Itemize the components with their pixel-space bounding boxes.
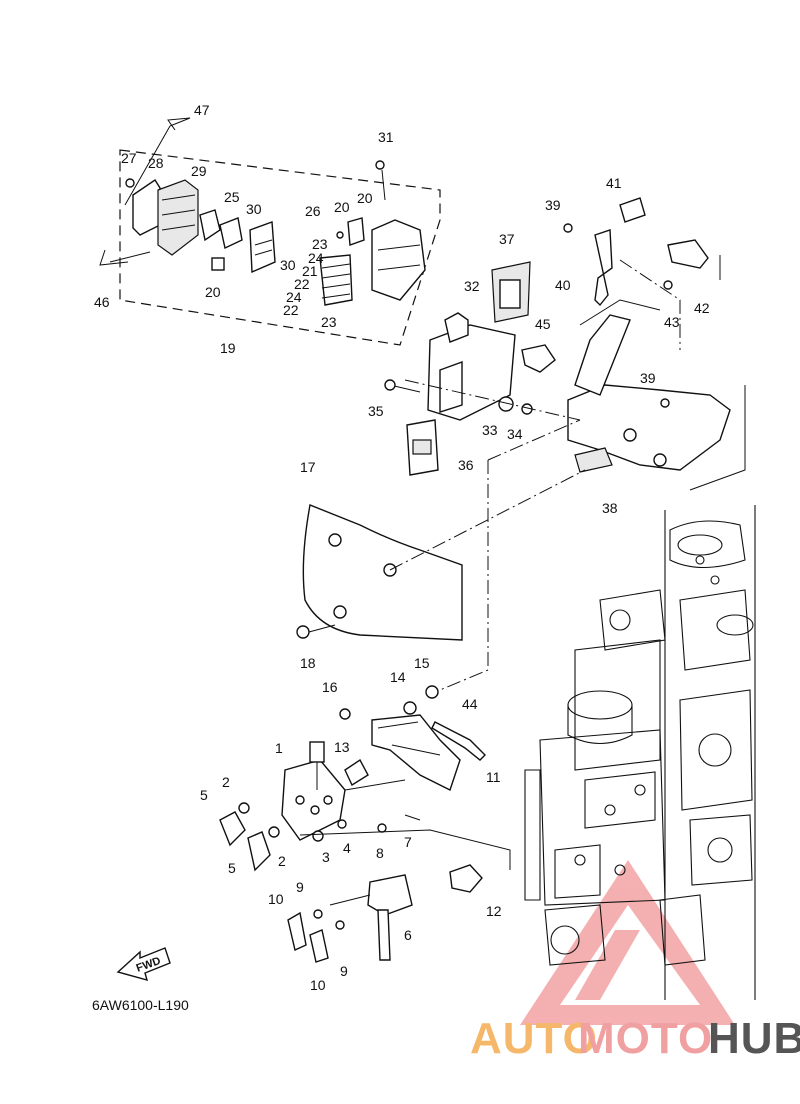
callout-15: 15 — [414, 655, 430, 671]
callout-26: 26 — [305, 203, 321, 219]
callout-33: 33 — [482, 422, 498, 438]
part-31-module — [371, 219, 426, 301]
callout-36: 36 — [458, 457, 474, 473]
callout-47: 47 — [194, 102, 210, 118]
callout-19: 19 — [220, 340, 236, 356]
group-19-outline — [119, 149, 441, 346]
engine-block-illustration — [524, 505, 756, 1000]
callout-9b: 9 — [340, 963, 348, 979]
callout-27: 27 — [121, 150, 137, 166]
callout-2b: 2 — [278, 853, 286, 869]
watermark-logo-icon — [520, 860, 735, 1025]
watermark-part3: HUB — [708, 1014, 800, 1063]
diagram-code: 6AW6100-L190 — [92, 997, 189, 1013]
part-6-coil — [367, 874, 413, 916]
part-28-relay — [132, 179, 161, 236]
callout-23b: 23 — [321, 314, 337, 330]
callout-24b: 24 — [286, 289, 302, 305]
callout-23a: 23 — [312, 236, 328, 252]
watermark-part2: MOTO — [578, 1014, 713, 1063]
callout-39a: 39 — [545, 197, 561, 213]
callout-35: 35 — [368, 403, 384, 419]
callout-29: 29 — [191, 163, 207, 179]
callout-12: 12 — [486, 903, 502, 919]
part-13-clip — [344, 758, 369, 787]
watermark-part1: AUTO — [470, 1014, 598, 1063]
callout-20b: 20 — [334, 199, 350, 215]
callout-38: 38 — [602, 500, 618, 516]
callout-11: 11 — [486, 769, 501, 785]
callout-labels: 1 2 2 3 4 5 5 6 7 8 9 9 10 10 11 12 13 1… — [94, 102, 710, 993]
callout-42: 42 — [694, 300, 710, 316]
callout-32: 32 — [464, 278, 480, 294]
part-17-cover — [302, 504, 463, 641]
callout-34: 34 — [507, 426, 523, 442]
callout-22b: 22 — [283, 302, 299, 318]
callout-43: 43 — [664, 314, 680, 330]
callout-25: 25 — [224, 189, 240, 205]
part-12-cap — [449, 864, 483, 893]
callout-9a: 9 — [296, 879, 304, 895]
callout-4: 4 — [343, 840, 351, 856]
part-42-cap — [667, 239, 709, 269]
callout-17: 17 — [300, 459, 316, 475]
callout-16: 16 — [322, 679, 338, 695]
callout-3: 3 — [322, 849, 330, 865]
callout-24a: 24 — [308, 250, 324, 266]
callout-1: 1 — [275, 740, 283, 756]
callout-13: 13 — [334, 739, 350, 755]
fwd-arrow-icon: FWD — [116, 947, 171, 982]
callout-20c: 20 — [357, 190, 373, 206]
callout-30b: 30 — [280, 257, 296, 273]
part-29-block — [157, 179, 199, 256]
callout-21: 21 — [302, 263, 318, 279]
callout-18: 18 — [300, 655, 316, 671]
callout-8: 8 — [376, 845, 384, 861]
part-21-24-terminals — [319, 254, 353, 306]
part-44-tie — [431, 721, 486, 761]
callout-41: 41 — [606, 175, 622, 191]
callout-2a: 2 — [222, 774, 230, 790]
callout-46: 46 — [94, 294, 110, 310]
callout-5a: 5 — [200, 787, 208, 803]
part-38-bracket — [567, 384, 731, 471]
part-11-bracket — [371, 714, 461, 791]
callout-44: 44 — [462, 696, 478, 712]
callout-30a: 30 — [246, 201, 262, 217]
callout-37: 37 — [499, 231, 515, 247]
callout-10b: 10 — [310, 977, 326, 993]
callout-39b: 39 — [640, 370, 656, 386]
callout-20a: 20 — [205, 284, 221, 300]
callout-5b: 5 — [228, 860, 236, 876]
callout-6: 6 — [404, 927, 412, 943]
callout-40: 40 — [555, 277, 571, 293]
callout-14: 14 — [390, 669, 406, 685]
watermark-text: AUTO MOTO HUB — [470, 1014, 800, 1063]
callout-45: 45 — [535, 316, 551, 332]
callout-28: 28 — [148, 155, 164, 171]
part-1-ignition-coil — [281, 741, 346, 841]
callout-31: 31 — [378, 129, 394, 145]
callout-10a: 10 — [268, 891, 284, 907]
callout-22a: 22 — [294, 276, 310, 292]
callout-7: 7 — [404, 834, 412, 850]
